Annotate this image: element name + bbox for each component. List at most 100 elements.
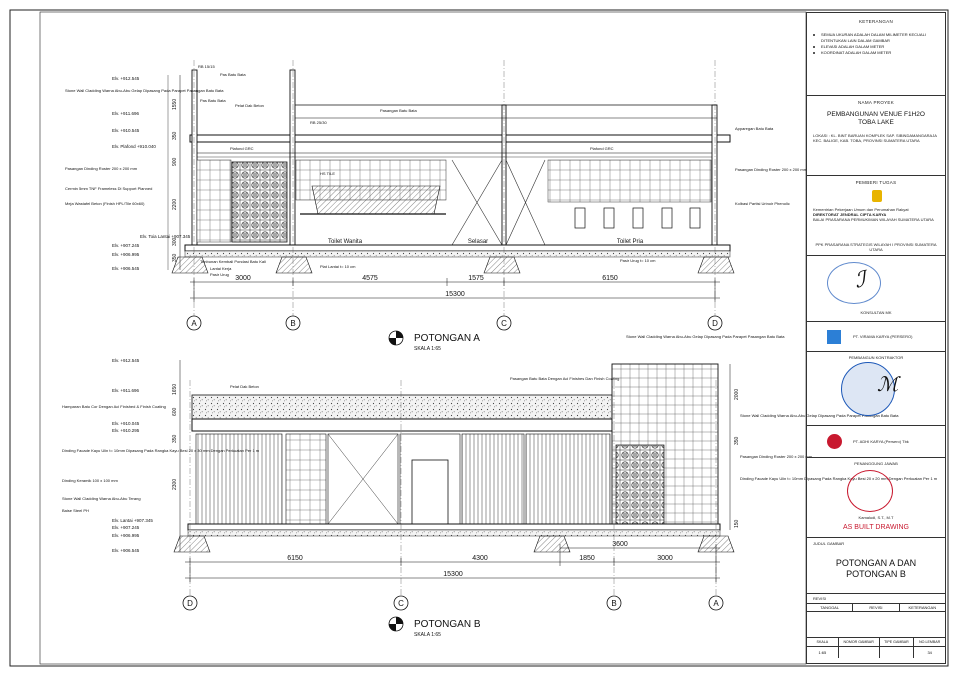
- room-toilet-pria: Toilet Pria: [617, 239, 644, 245]
- section-a-scale: SKALA 1:65: [414, 346, 441, 352]
- tb-revisi-label: REVISI: [813, 596, 827, 601]
- level-a-3: Elv. Plafond +910.040: [112, 144, 156, 149]
- dim-b-sub: 3600: [612, 541, 628, 548]
- tb-pembangun-label: PEMBANGUN KONTRAKTOR: [848, 355, 904, 360]
- section-a-title-text: POTONGAN A: [414, 333, 480, 344]
- tb-bottom-value-1: [839, 647, 880, 658]
- tb-contractor: PT. ADHI KARYA (Persero) Tbk: [807, 425, 945, 457]
- note-a-top-8: Pasangan Batu Bata: [380, 108, 417, 113]
- adhi-karya-logo-icon: [827, 434, 842, 449]
- level-b-5: Elv. +907.245: [112, 525, 140, 530]
- note-b-left-4: Stone Wall Cladding Warna Abu-Abu Terang: [62, 496, 141, 501]
- note-b-left-2: Dinding Facade Kayu Ulin t= 10mm Dipasan…: [62, 448, 260, 453]
- tb-bottom-header-3: NO.LEMBAR: [919, 640, 941, 644]
- note-a-left-2: Cermin 5mm TNF Frameless Di Support Plan…: [65, 186, 152, 191]
- section-b-title-text: POTONGAN B: [414, 619, 481, 630]
- section-b-vertical-dims: 2000 350 2300 150 350 600 1650: [172, 384, 740, 528]
- tb-pembangun: PEMBANGUN KONTRAKTOR ℳ: [807, 351, 945, 425]
- pupr-logo-icon: [872, 190, 882, 202]
- tb-konsultan-label: KONSULTAN MK: [860, 310, 892, 315]
- note-a-bot-4: Pasir Urug t= 10 cm: [620, 258, 656, 263]
- title-block: KETERANGAN SEMUA UKURAN ADALAH DALAM MIL…: [806, 12, 946, 664]
- note-a-top-1: Pas Batu Bata: [220, 72, 246, 77]
- vdim-b-6: 1650: [172, 384, 178, 395]
- tb-bottom-value-0: 1:65: [807, 647, 839, 658]
- section-a-levels: Elv. +912.545 Elv. +911.696 Elv. +910.54…: [112, 76, 191, 271]
- tb-bottom-header-0: SKALA: [807, 638, 839, 646]
- grid-label-b3: B: [611, 599, 616, 608]
- level-b-7: Elv. +906.545: [112, 548, 140, 553]
- tb-project-name: PEMBANGUNAN VENUE F1H2O TOBA LAKE: [827, 111, 925, 126]
- note-a-top-10: Pasangan Dinding Roster 200 x 200 mm: [735, 167, 808, 172]
- section-a-vertical-dims: 1550 350 900 2200 300 350: [172, 99, 178, 262]
- note-a-top-2: Pas Batu Bata: [200, 98, 226, 103]
- section-a-left-notes: Stone Wall Cladding Warna Abu-Abu Gelap …: [65, 88, 224, 206]
- dim-b-3: 1850: [579, 555, 595, 562]
- room-selasar: Selasar: [468, 239, 488, 245]
- tb-keterangan-label: KETERANGAN: [858, 19, 893, 24]
- vdim-a-0: 1550: [172, 99, 178, 110]
- grid-label-b1: D: [187, 599, 193, 608]
- section-b-right-notes: Stone Wall Cladding Warna Abu-Abu Gelap …: [510, 334, 938, 481]
- tb-bottom: SKALA NOMOR GAMBAR TIPE GAMBAR NO.LEMBAR…: [807, 637, 945, 665]
- section-a-grid-markers: A B C D: [186, 315, 723, 331]
- vdim-b-0: 2000: [734, 389, 740, 400]
- note-b-left-0: Pelat Dak Beton: [230, 384, 259, 389]
- tb-owner-line-2: BALAI PRASARANA PERMUKIMAN WILAYAH SUMAT…: [813, 217, 934, 222]
- tb-owner: PEMBERI TUGAS Kementrian Pekerjaan Umum …: [807, 175, 945, 255]
- tb-owner-line-0: Kementrian Pekerjaan Umum dan Perumahan …: [813, 207, 909, 212]
- section-b-dimensions: 6150 4300 1850 3000 15300 3600: [287, 541, 673, 578]
- note-a-bot-3: Plat Lantai t= 10 cm: [320, 264, 356, 269]
- dim-a-4: 6150: [602, 275, 618, 282]
- engineer-stamp-icon: [847, 470, 893, 512]
- dim-b-2: 4300: [472, 555, 488, 562]
- vdim-a-1: 350: [172, 131, 178, 140]
- vdim-b-4: 350: [172, 434, 178, 443]
- dim-a-total: 15300: [445, 291, 465, 298]
- dim-a-2: 4575: [362, 275, 378, 282]
- contractor-signature-icon: ℳ: [877, 372, 899, 396]
- dim-b-total: 15300: [443, 571, 463, 578]
- note-a-top-3: Pelat Dak Beton: [235, 103, 264, 108]
- tb-person-name: Kamaludi, S.T., M.T: [858, 515, 894, 520]
- tb-bottom-value-2: [880, 647, 915, 658]
- vdim-a-2: 900: [172, 157, 178, 166]
- tb-rev-header-1: REVISI: [853, 604, 900, 611]
- tb-judul-label: JUDUL GAMBAR: [813, 541, 845, 546]
- tb-bottom-value-3: 34: [927, 650, 932, 655]
- note-a-bot-2: Pasir Urug: [210, 272, 229, 277]
- level-b-0: Elv. +912.545: [112, 358, 140, 363]
- dim-a-1: 3000: [235, 275, 251, 282]
- dim-a-3: 1575: [468, 275, 484, 282]
- grid-label-b4: A: [713, 599, 719, 608]
- section-b-title: POTONGAN B SKALA 1:65: [388, 616, 481, 638]
- tb-note-1: ELEVASI ADALAH DALAM METER: [807, 44, 945, 50]
- section-a-title: POTONGAN A SKALA 1:65: [388, 330, 480, 352]
- level-a-1: Elv. +911.696: [112, 111, 139, 116]
- tb-bottom-header-1: NOMOR GAMBAR: [839, 638, 880, 646]
- section-a-bottom-notes: Timbunan Kembali Pondasi Batu Kali Lanta…: [200, 258, 656, 277]
- tb-rev-header-0: TANGGAL: [807, 604, 854, 611]
- level-a-4: Elv. Toia Lantai +907.345: [140, 234, 191, 239]
- note-a-left-0: Stone Wall Cladding Warna Abu-Abu Gelap …: [65, 88, 224, 93]
- tb-lokasi: LOKASI : KL. BINT BARUAN KOMPLEK SAP. SI…: [813, 133, 937, 143]
- level-b-3: Elv. +910.295: [112, 428, 140, 433]
- note-a-left-1: Pasangan Dinding Roster 200 x 200 mm: [65, 166, 138, 171]
- note-b-left-1: Hamparan Batu Cor Dengan Aci Finished & …: [62, 404, 166, 409]
- note-a-top-9: Apparegan Batu Bata: [735, 126, 774, 131]
- vdim-b-5: 600: [172, 407, 178, 416]
- note-b-right-3: Pasangan Dinding Roster 200 x 200 mm: [740, 454, 813, 459]
- section-b-scale: SKALA 1:65: [414, 632, 441, 638]
- vdim-b-2: 2300: [172, 479, 178, 490]
- tb-judul: JUDUL GAMBAR POTONGAN A DAN POTONGAN B: [807, 537, 945, 593]
- level-a-5: Elv. +907.245: [112, 243, 140, 248]
- section-a-dimensions: 3000 4575 1575 6150 15300: [235, 275, 618, 298]
- level-b-2: Elv. +910.045: [112, 421, 140, 426]
- level-a-7: Elv. +906.545: [112, 266, 140, 271]
- grid-label-a3: C: [501, 319, 507, 328]
- tb-konsultan-sign: ℐ KONSULTAN MK: [807, 255, 945, 321]
- section-b-grid-markers: D C B A: [182, 595, 724, 611]
- level-a-6: Elv. +906.995: [112, 252, 140, 257]
- contractor-stamp-icon: [841, 362, 895, 416]
